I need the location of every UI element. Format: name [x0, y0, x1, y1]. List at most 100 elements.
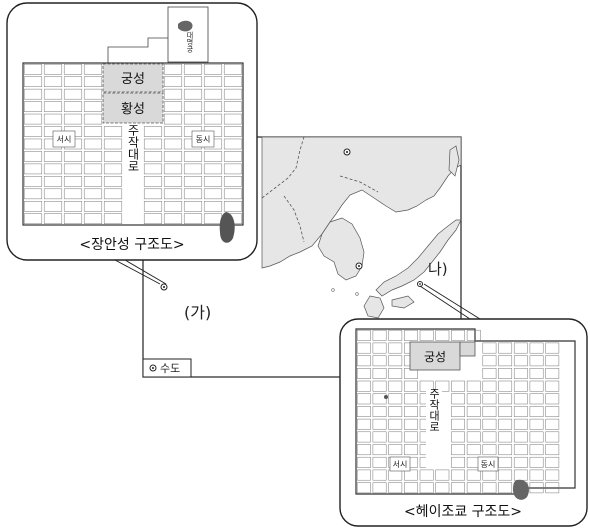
- city-block: [513, 456, 528, 468]
- city-block: [529, 431, 544, 443]
- city-block: [63, 188, 83, 200]
- city-block: [143, 126, 163, 137]
- city-block: [143, 151, 163, 162]
- changan-caption: <장안성 구조도>: [79, 237, 184, 253]
- city-block: [498, 342, 513, 354]
- city-block: [183, 88, 203, 100]
- city-block: [498, 368, 513, 379]
- city-block: [513, 444, 528, 456]
- border-dashed: [339, 175, 379, 193]
- changan-palace: [102, 63, 164, 93]
- city-block: [419, 482, 434, 494]
- city-block: [545, 456, 560, 468]
- city-block: [83, 63, 103, 75]
- city-block: [498, 469, 513, 481]
- city-block: [529, 342, 544, 354]
- city-block: [356, 444, 371, 456]
- city-block: [356, 368, 371, 379]
- city-block: [545, 368, 560, 379]
- city-block: [482, 418, 497, 430]
- city-block: [83, 101, 103, 112]
- city-block: [404, 444, 418, 456]
- city-block: [451, 380, 465, 392]
- city-block: [372, 469, 387, 481]
- city-block: [435, 469, 450, 481]
- city-block: [223, 101, 243, 112]
- city-block: [388, 444, 403, 456]
- city-block: [163, 101, 183, 112]
- city-block: [388, 329, 403, 341]
- city-block: [103, 213, 123, 225]
- city-block: [529, 368, 544, 379]
- city-block: [163, 163, 183, 175]
- city-block: [498, 393, 513, 405]
- city-block: [529, 456, 544, 468]
- city-block: [482, 431, 497, 443]
- city-block: [513, 342, 528, 354]
- city-block: [388, 368, 403, 379]
- city-block: [23, 63, 43, 75]
- city-block: [372, 368, 387, 379]
- city-block: [356, 342, 371, 354]
- main-avenue-strip: [125, 124, 141, 214]
- city-block: [63, 63, 83, 75]
- city-block: [404, 469, 418, 481]
- changan-imperial-city-label: 황성: [121, 102, 145, 117]
- city-block: [513, 406, 528, 417]
- city-block: [103, 201, 123, 212]
- city-block: [529, 469, 544, 481]
- city-block: [356, 393, 371, 405]
- city-block: [223, 163, 243, 175]
- small-island: [355, 292, 359, 296]
- city-block: [372, 355, 387, 367]
- small-pond: [384, 395, 388, 399]
- city-block: [372, 418, 387, 430]
- city-block: [203, 163, 223, 175]
- city-block: [83, 176, 103, 187]
- city-block: [466, 329, 481, 341]
- city-block: [223, 88, 243, 100]
- city-block: [223, 76, 243, 87]
- capital-marker-heijo: [417, 281, 423, 287]
- city-block: [63, 213, 83, 225]
- city-block: [143, 163, 163, 175]
- city-block: [103, 188, 123, 200]
- city-block: [466, 380, 481, 392]
- city-block: [435, 482, 450, 494]
- city-block: [43, 201, 63, 212]
- city-block: [23, 76, 43, 87]
- city-block: [223, 188, 243, 200]
- city-block: [43, 76, 63, 87]
- city-block: [163, 88, 183, 100]
- city-block: [43, 176, 63, 187]
- city-block: [545, 355, 560, 367]
- city-block: [43, 151, 63, 162]
- region-label-ga: (가): [184, 303, 211, 322]
- city-block: [23, 151, 43, 162]
- city-block: [183, 76, 203, 87]
- changan-palace-label: 궁성: [121, 72, 145, 87]
- city-block: [63, 76, 83, 87]
- city-block: [529, 355, 544, 367]
- city-block: [203, 201, 223, 212]
- city-block: [451, 444, 465, 456]
- city-block: [451, 431, 465, 443]
- city-block: [498, 431, 513, 443]
- city-block: [83, 113, 103, 125]
- city-block: [482, 482, 497, 494]
- heijo-inset: 궁성 주작대로 서시 동시 <헤이조쿄 구조도>: [339, 283, 588, 527]
- city-block: [451, 482, 465, 494]
- city-block: [372, 444, 387, 456]
- legend-capital-icon: [149, 364, 157, 372]
- city-block: [83, 88, 103, 100]
- city-block: [63, 176, 83, 187]
- city-block: [103, 126, 123, 137]
- city-block: [183, 113, 203, 125]
- city-block: [372, 380, 387, 392]
- heijo-east-market-label: 동시: [481, 460, 496, 469]
- heijo-west-market-label: 서시: [393, 460, 408, 469]
- city-block: [404, 431, 418, 443]
- korean-peninsula: [317, 217, 365, 281]
- city-block: [545, 342, 560, 354]
- city-block: [43, 213, 63, 225]
